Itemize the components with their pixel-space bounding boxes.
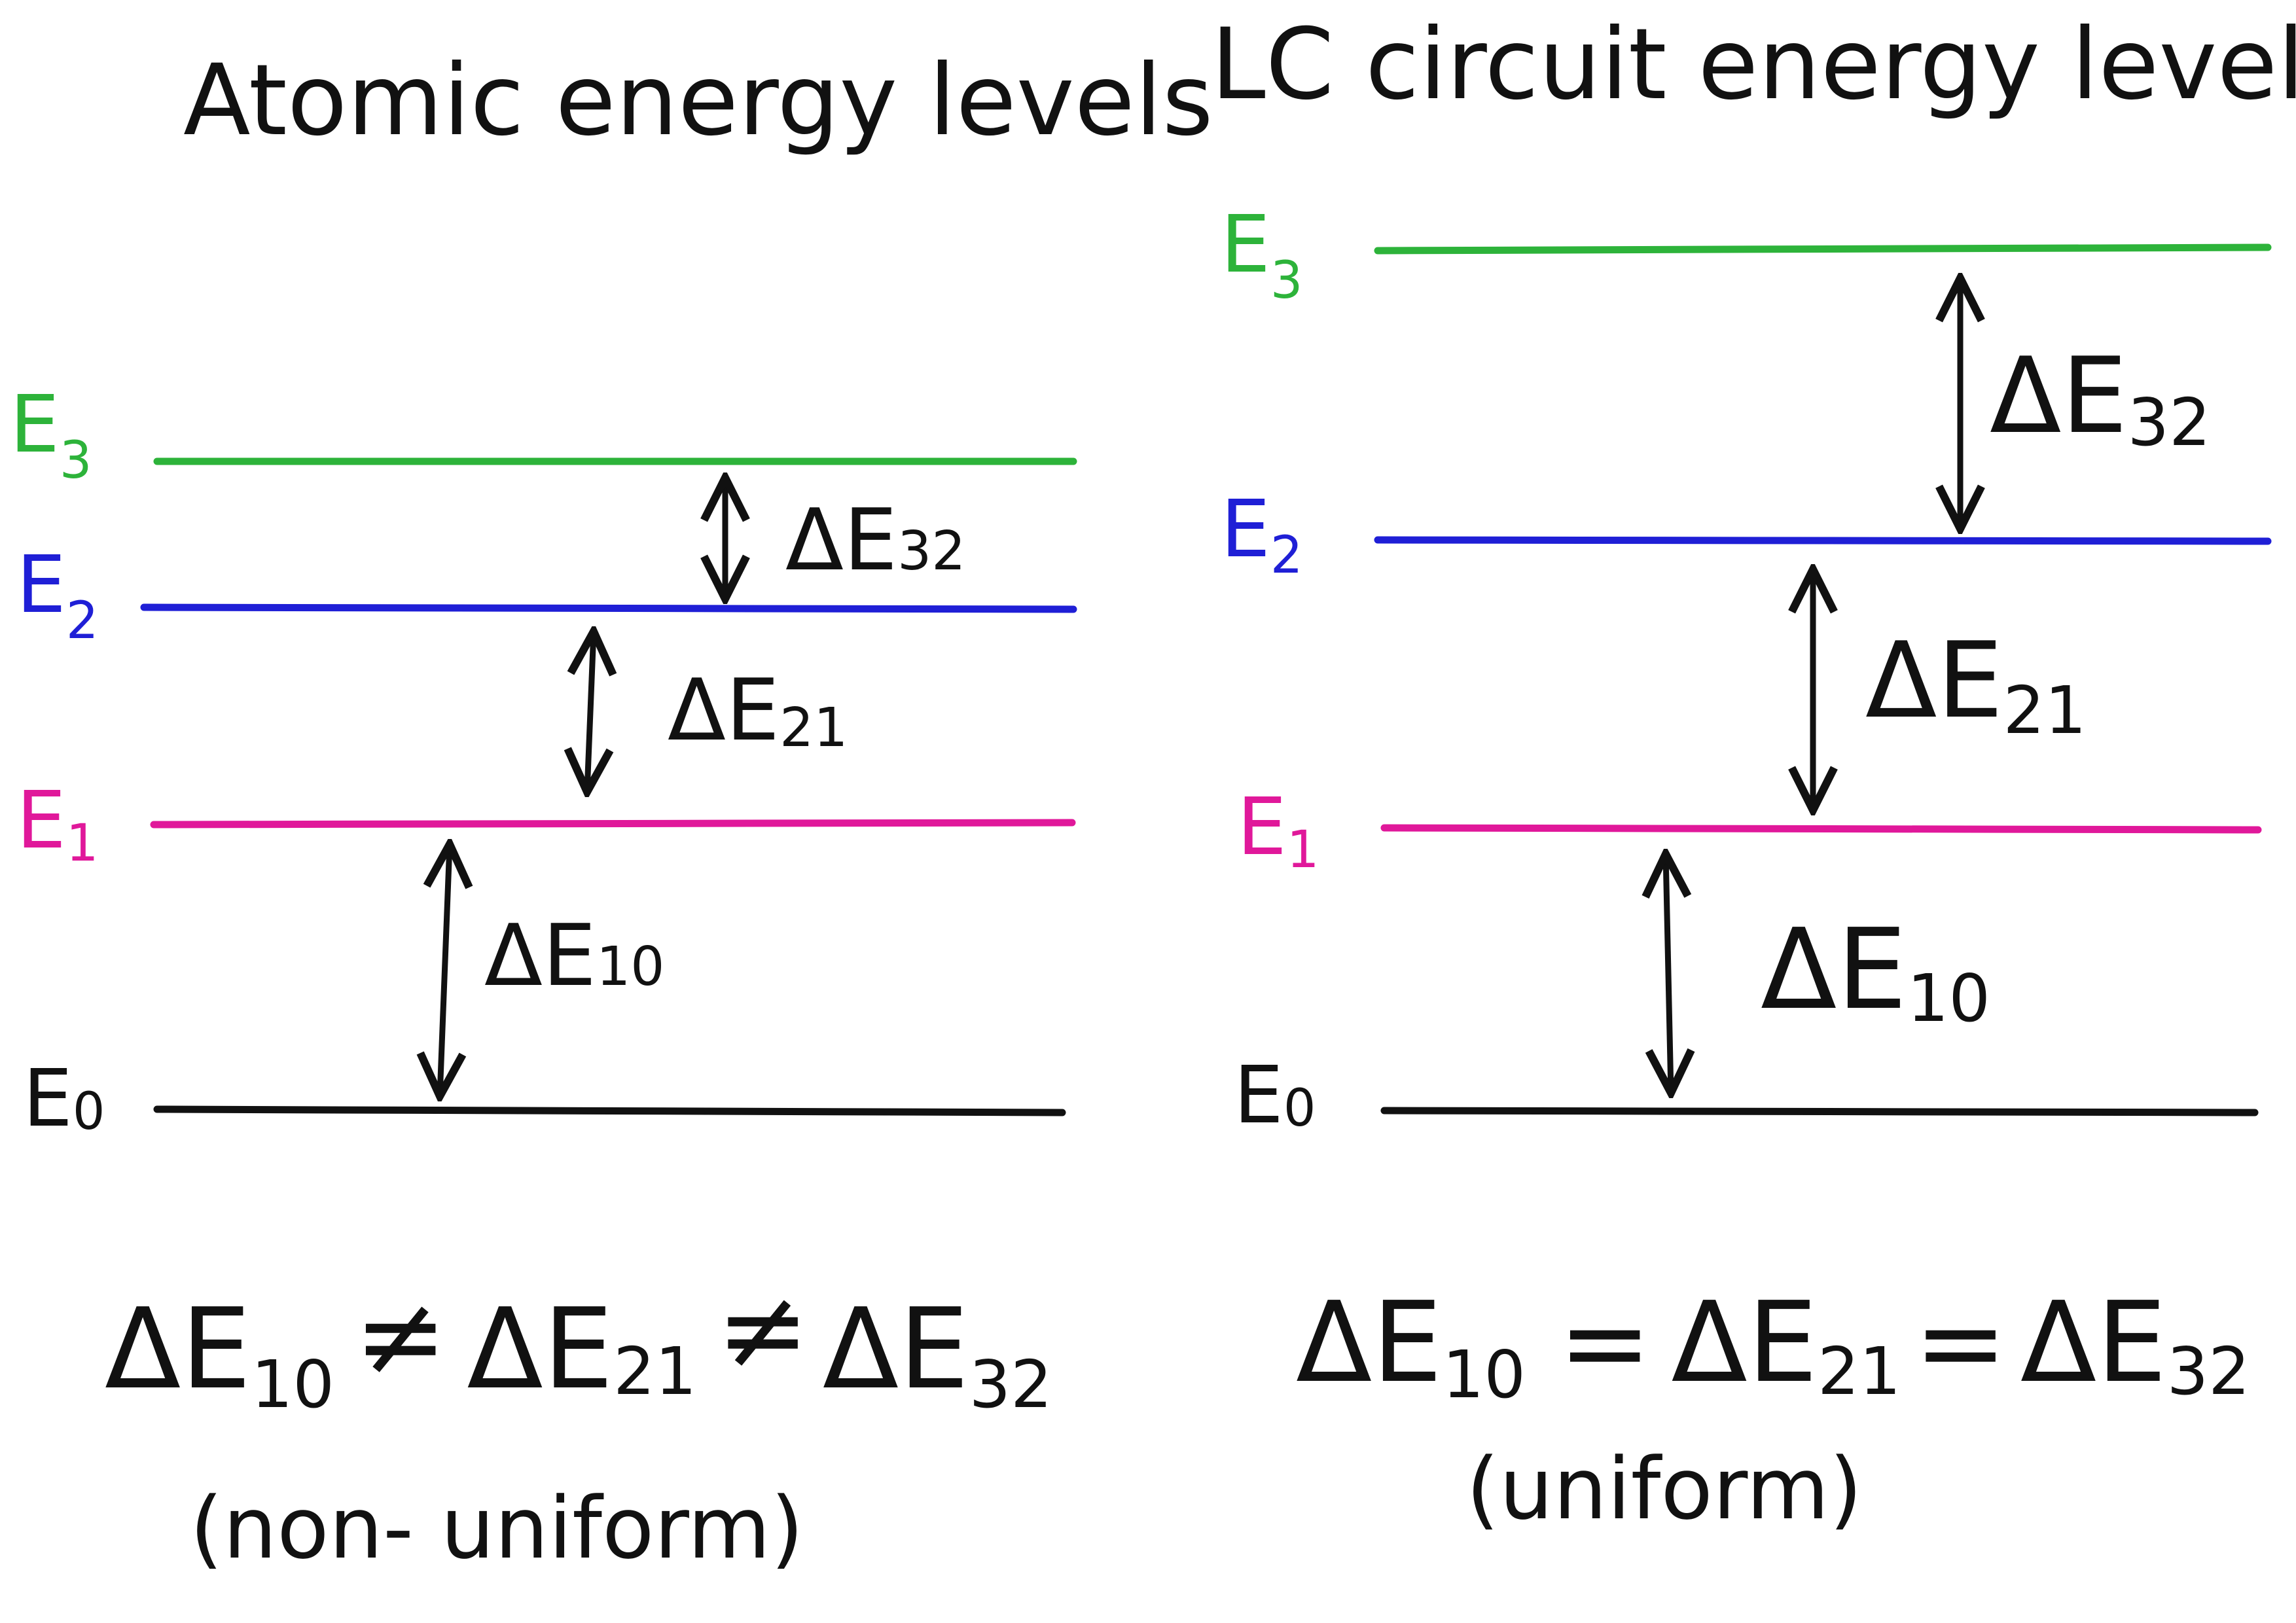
lc-level-e2 [1374, 536, 2272, 545]
atomic-label-e0: E0 [23, 1054, 105, 1145]
lc-panel: LC circuit energy levels E3 E2 E1 E0 ΔE3… [1211, 8, 2296, 1539]
atomic-relation: ΔE10≠ΔE21≠ΔE32 [105, 1265, 1052, 1423]
atomic-title: Atomic energy levels [183, 44, 1213, 158]
lc-gap-label-10: ΔE10 [1761, 905, 1990, 1037]
lc-level-e3 [1374, 243, 2272, 255]
lc-level-e0 [1380, 1107, 2259, 1116]
atomic-gap-label-32: ΔE32 [785, 490, 965, 590]
atomic-level-e1 [150, 819, 1076, 829]
atomic-gap-label-10: ΔE10 [484, 906, 664, 1005]
lc-label-e3: E3 [1221, 200, 1302, 310]
lc-label-e0: E0 [1234, 1050, 1316, 1141]
lc-gap-label-21: ΔE21 [1865, 619, 2087, 749]
atomic-label-e1: E1 [16, 776, 98, 873]
atomic-label-e3: E3 [10, 380, 92, 490]
lc-label-e1: E1 [1237, 782, 1319, 880]
lc-level-e1 [1380, 824, 2262, 834]
lc-gap-label-32: ΔE32 [1990, 334, 2211, 461]
atomic-arrow-21 [587, 632, 594, 792]
atomic-level-e2 [140, 603, 1077, 613]
lc-note: (uniform) [1466, 1439, 1862, 1539]
atomic-panel: Atomic energy levels E3 E2 E1 E0 ΔE32 ΔE… [10, 44, 1213, 1578]
atomic-arrow-10 [440, 844, 450, 1096]
atomic-label-e2: E2 [16, 540, 98, 651]
lc-label-e2: E2 [1221, 484, 1302, 585]
atomic-level-e0 [153, 1105, 1066, 1116]
lc-relation: ΔE10=ΔE21=ΔE32 [1296, 1278, 2250, 1413]
lc-arrow-10 [1666, 854, 1671, 1093]
atomic-note: (non- uniform) [190, 1478, 804, 1578]
atomic-gap-label-21: ΔE21 [668, 660, 848, 760]
lc-title: LC circuit energy levels [1211, 8, 2296, 122]
